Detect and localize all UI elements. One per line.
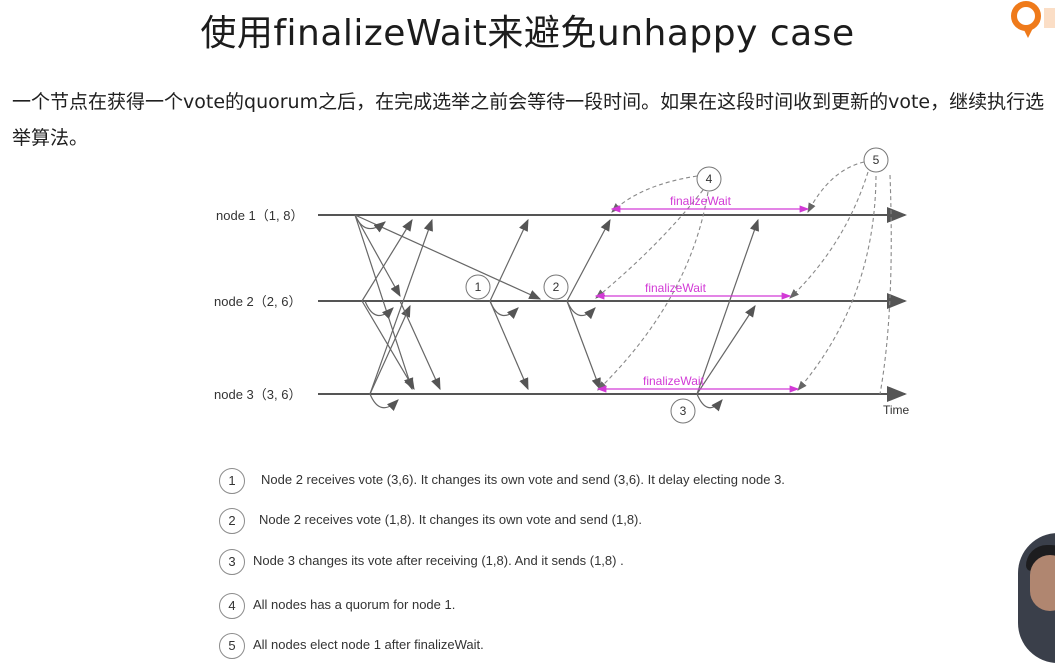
node-3-label: node 3（3, 6） xyxy=(214,387,301,402)
legend-text-2: Node 2 receives vote (1,8). It changes i… xyxy=(259,512,642,527)
svg-text:1: 1 xyxy=(475,280,482,294)
dashed-quorum-arrows xyxy=(595,161,892,395)
slide-title: 使用finalizeWait来避免unhappy case xyxy=(200,13,855,54)
finalize-wait-label-node-1: finalizeWait xyxy=(670,194,732,208)
legend-text-5: All nodes elect node 1 after finalizeWai… xyxy=(253,637,484,652)
legend-text-3: Node 3 changes its vote after receiving … xyxy=(253,553,624,568)
legend-text-1: Node 2 receives vote (3,6). It changes i… xyxy=(261,472,785,487)
finalize-wait-intervals xyxy=(594,205,810,393)
finalize-wait-label-node-2: finalizeWait xyxy=(645,281,707,295)
legend-number-2: 2 xyxy=(219,508,245,534)
marker-3: 3 xyxy=(670,398,696,424)
svg-text:4: 4 xyxy=(706,172,713,186)
orange-q-logo-icon xyxy=(1011,1,1055,38)
legend-number-4: 4 xyxy=(219,593,245,619)
node-1-label: node 1（1, 8） xyxy=(216,208,303,223)
time-axis-label: Time xyxy=(883,403,910,417)
legend-text-4: All nodes has a quorum for node 1. xyxy=(253,597,456,612)
node-2-label: node 2（2, 6） xyxy=(214,294,301,309)
presenter-video-thumbnail xyxy=(1018,533,1055,663)
message-arrows xyxy=(354,214,759,412)
finalize-wait-label-node-3: finalizeWait xyxy=(643,374,705,388)
slide-description: 一个节点在获得一个vote的quorum之后，在完成选举之前会等待一段时间。如果… xyxy=(12,91,1045,149)
marker-4: 4 xyxy=(696,166,722,192)
legend-number-1: 1 xyxy=(219,468,245,494)
svg-text:3: 3 xyxy=(680,404,687,418)
marker-1: 1 xyxy=(465,274,491,300)
legend-number-3: 3 xyxy=(219,549,245,575)
svg-text:2: 2 xyxy=(553,280,560,294)
marker-2: 2 xyxy=(543,274,569,300)
legend-number-5: 5 xyxy=(219,633,245,659)
